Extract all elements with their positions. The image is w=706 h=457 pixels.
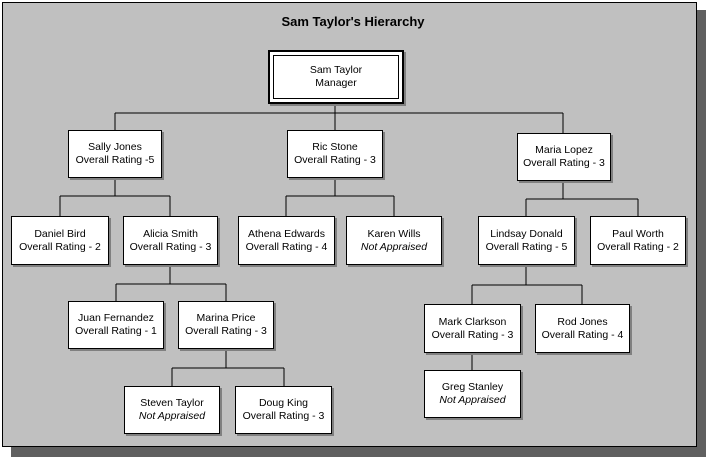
node-lindsay-donald: Lindsay Donald Overall Rating - 5 bbox=[478, 216, 575, 265]
node-steven-taylor: Steven Taylor Not Appraised bbox=[124, 386, 220, 434]
node-rating: Overall Rating - 4 bbox=[245, 240, 328, 253]
node-name: Lindsay Donald bbox=[490, 227, 563, 240]
node-name: Karen Wills bbox=[367, 227, 421, 240]
node-rating: Not Appraised bbox=[138, 410, 206, 422]
node-ric-stone: Ric Stone Overall Rating - 3 bbox=[287, 130, 383, 178]
node-alicia-smith: Alicia Smith Overall Rating - 3 bbox=[123, 216, 218, 265]
node-name: Paul Worth bbox=[612, 227, 664, 240]
node-rating: Overall Rating - 5 bbox=[485, 240, 568, 253]
node-doug-king: Doug King Overall Rating - 3 bbox=[235, 386, 332, 434]
node-sally-jones: Sally Jones Overall Rating -5 bbox=[68, 130, 162, 178]
node-rating: Overall Rating -5 bbox=[75, 154, 155, 166]
node-rating: Overall Rating - 2 bbox=[597, 240, 679, 253]
node-athena-edwards: Athena Edwards Overall Rating - 4 bbox=[238, 216, 335, 265]
node-marina-price: Marina Price Overall Rating - 3 bbox=[178, 301, 274, 349]
node-greg-stanley: Greg Stanley Not Appraised bbox=[424, 370, 521, 418]
node-maria-lopez: Maria Lopez Overall Rating - 3 bbox=[517, 133, 611, 181]
node-name: Athena Edwards bbox=[247, 227, 326, 240]
node-rod-jones: Rod Jones Overall Rating - 4 bbox=[535, 304, 630, 353]
node-name: Sally Jones bbox=[88, 141, 142, 153]
node-rating: Overall Rating - 3 bbox=[431, 328, 514, 341]
node-name: Doug King bbox=[258, 397, 309, 409]
node-rating: Not Appraised bbox=[439, 394, 506, 406]
node-name: Maria Lopez bbox=[535, 144, 593, 156]
node-name: Alicia Smith bbox=[143, 227, 198, 240]
node-name: Daniel Bird bbox=[34, 227, 86, 240]
node-rating: Overall Rating - 3 bbox=[242, 410, 325, 422]
node-name: Mark Clarkson bbox=[438, 315, 507, 328]
node-role: Manager bbox=[315, 77, 357, 89]
node-rating: Not Appraised bbox=[360, 240, 428, 253]
node-rating: Overall Rating - 3 bbox=[185, 325, 267, 337]
node-paul-worth: Paul Worth Overall Rating - 2 bbox=[590, 216, 686, 265]
node-sam-taylor: Sam Taylor Manager bbox=[268, 50, 404, 104]
node-rating: Overall Rating - 3 bbox=[294, 154, 376, 166]
node-juan-fernandez: Juan Fernandez Overall Rating - 1 bbox=[68, 301, 164, 349]
node-rating: Overall Rating - 2 bbox=[19, 240, 101, 253]
node-karen-wills: Karen Wills Not Appraised bbox=[346, 216, 442, 265]
node-mark-clarkson: Mark Clarkson Overall Rating - 3 bbox=[424, 304, 521, 353]
node-rating: Overall Rating - 1 bbox=[75, 325, 157, 337]
node-daniel-bird: Daniel Bird Overall Rating - 2 bbox=[11, 216, 109, 265]
node-rating: Overall Rating - 3 bbox=[129, 240, 212, 253]
node-name: Ric Stone bbox=[312, 141, 358, 153]
node-name: Marina Price bbox=[196, 312, 256, 324]
node-rating: Overall Rating - 3 bbox=[523, 157, 605, 169]
node-sam-taylor-frame: Sam Taylor Manager bbox=[273, 55, 399, 99]
diagram-title: Sam Taylor's Hierarchy bbox=[281, 14, 425, 29]
node-name: Juan Fernandez bbox=[78, 312, 154, 324]
node-rating: Overall Rating - 4 bbox=[541, 328, 624, 341]
node-name: Rod Jones bbox=[557, 315, 608, 328]
node-name: Greg Stanley bbox=[441, 381, 504, 393]
node-name: Sam Taylor bbox=[309, 64, 363, 76]
node-name: Steven Taylor bbox=[140, 397, 204, 409]
